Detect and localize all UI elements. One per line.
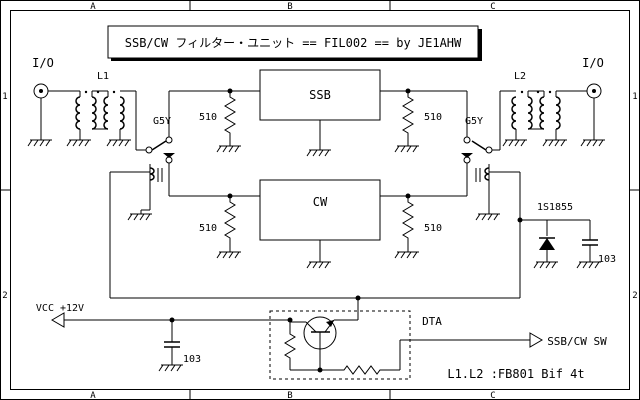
col-label-a-bottom: A [90, 391, 96, 400]
diode-label: 1S1855 [537, 202, 573, 213]
dta-transistor [284, 295, 530, 375]
capacitor-left-label: 103 [183, 354, 201, 365]
right-relay [461, 91, 493, 210]
l2-transformer [492, 90, 568, 151]
row-label-1-right: 1 [632, 92, 637, 102]
row-label-2-right: 2 [632, 291, 637, 301]
l1-transformer [66, 90, 146, 151]
col-label-b-bottom: B [287, 391, 292, 400]
l2-label: L2 [514, 71, 526, 82]
right-io-label: I/O [582, 56, 604, 70]
title-box [107, 25, 479, 59]
ssb-label: SSB [309, 88, 331, 102]
inner-frame [10, 10, 630, 390]
left-relay [145, 91, 175, 196]
title: SSB/CW フィルター・ユニット == FIL002 == by JE1AHW [125, 36, 462, 50]
l1-label: L1 [97, 71, 109, 82]
left-io-label: I/O [32, 56, 54, 70]
capacitor-right [576, 220, 602, 269]
row-label-2-left: 2 [2, 291, 7, 301]
resistor-label-1: 510 [199, 112, 217, 123]
resistor-label-2: 510 [424, 112, 442, 123]
left-relay-label: G5Y [153, 116, 171, 127]
inductor-note: L1.L2 :FB801 Bif 4t [447, 367, 584, 381]
col-label-c-bottom: C [490, 391, 495, 400]
row-label-1-left: 1 [2, 92, 7, 102]
dta-dashed-box [269, 310, 411, 380]
capacitor-left [158, 320, 184, 372]
diode-1s1855 [533, 220, 559, 269]
ssb-cw-sw-terminal [529, 332, 543, 348]
vcc-terminal [51, 312, 65, 328]
cw-label: CW [313, 195, 328, 209]
resistor-label-3: 510 [199, 223, 217, 234]
right-relay-label: G5Y [465, 116, 483, 127]
col-label-b-top: B [287, 2, 292, 12]
col-label-c-top: C [490, 2, 495, 12]
capacitor-right-label: 103 [598, 254, 616, 265]
cw-filter-block [259, 179, 381, 241]
resistor-label-4: 510 [424, 223, 442, 234]
vcc-label: VCC +12V [36, 303, 84, 314]
dta-label: DTA [422, 315, 442, 328]
col-label-a-top: A [90, 2, 96, 12]
ssb-cw-sw-label: SSB/CW SW [547, 335, 607, 348]
